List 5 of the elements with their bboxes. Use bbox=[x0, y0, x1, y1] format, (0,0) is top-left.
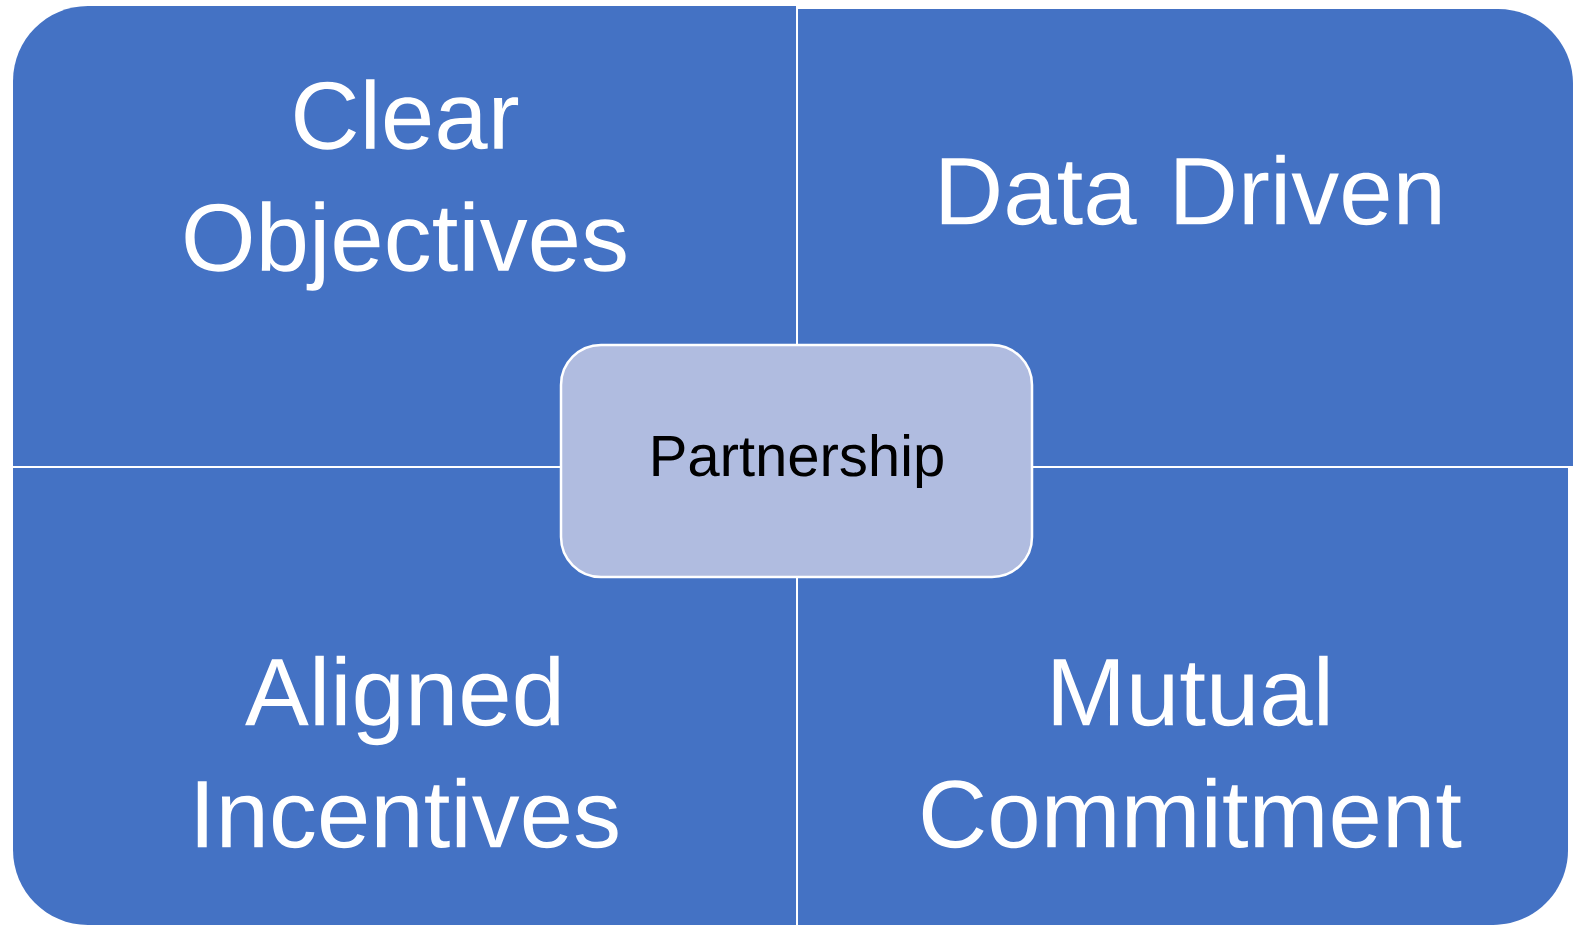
node-label: Aligned Incentives bbox=[197, 655, 618, 849]
center-box: Partnership bbox=[559, 343, 1034, 579]
node-label: Clear Objectives bbox=[185, 79, 626, 291]
node-label: Data Driven bbox=[941, 154, 1440, 226]
node-label: Mutual Commitment bbox=[922, 655, 1462, 849]
